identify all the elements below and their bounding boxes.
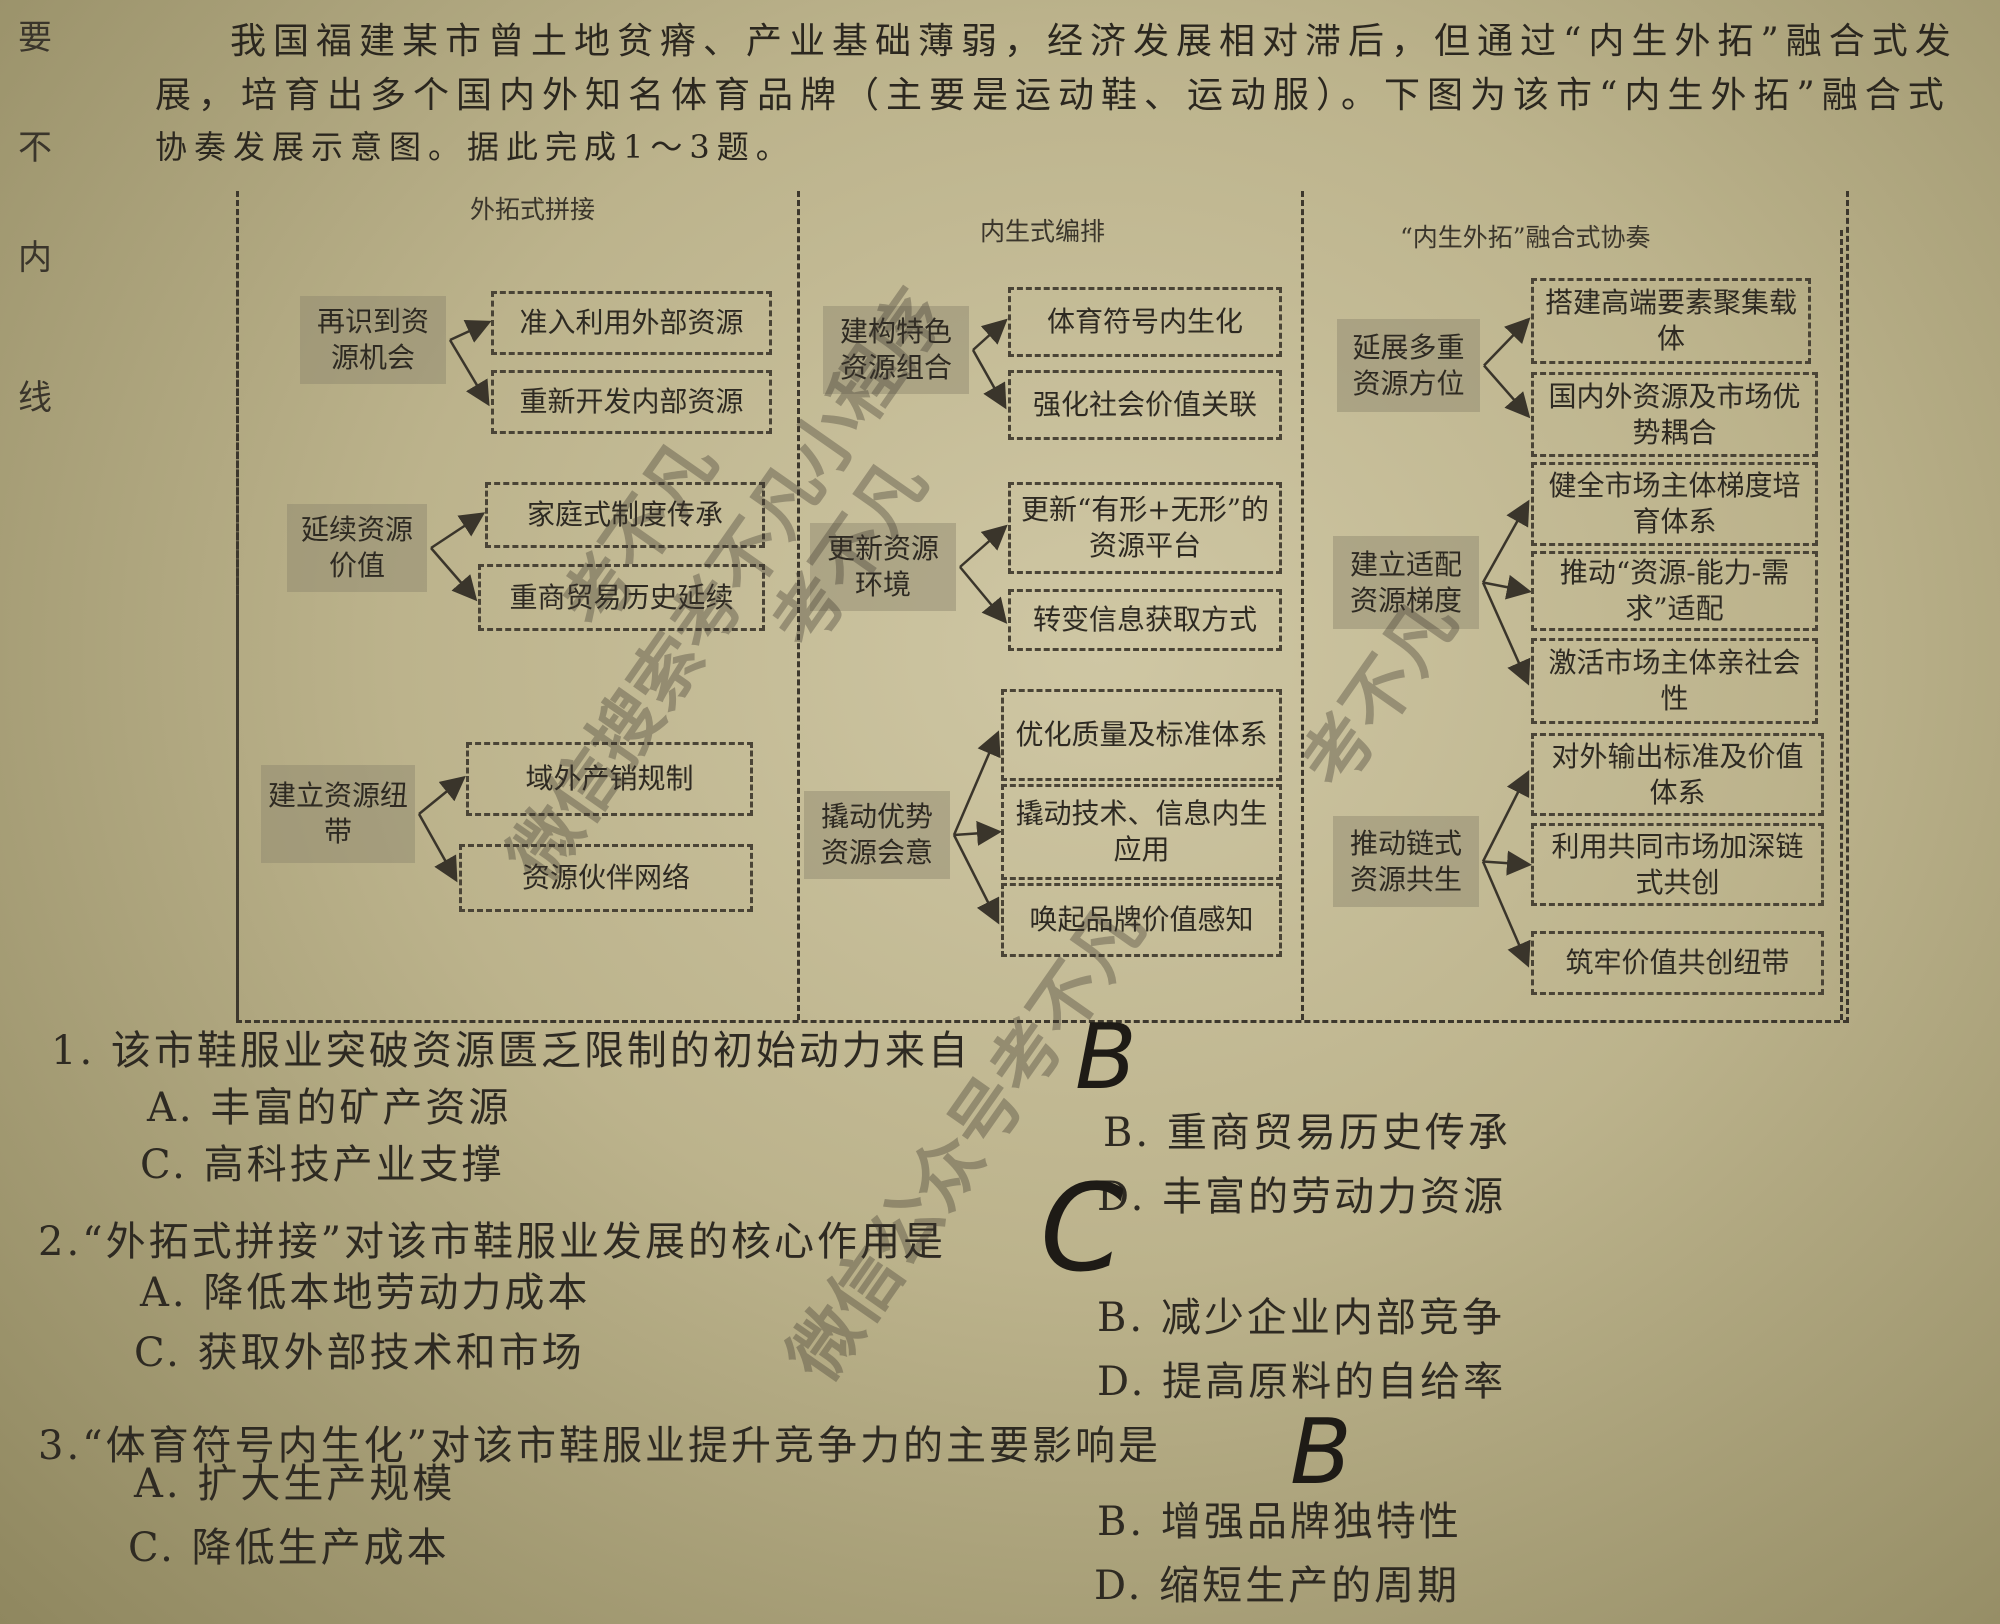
diagram-box: 家庭式制度传承 <box>485 482 765 548</box>
arrow <box>952 730 1001 836</box>
option: A. 降低本地劳动力成本 <box>140 1270 591 1316</box>
margin-char: 线 <box>18 378 52 418</box>
diagram-box: 准入利用外部资源 <box>491 291 772 355</box>
margin-char: 要 <box>18 18 52 58</box>
diagram-box: 更新“有形+无形”的资源平台 <box>1008 482 1282 574</box>
arrow <box>1481 770 1530 863</box>
margin-char: 不 <box>18 128 52 168</box>
option: D. 丰富的劳动力资源 <box>1097 1174 1507 1220</box>
arrow <box>971 349 1007 410</box>
arrow <box>449 319 492 343</box>
option: B. 增强品牌独特性 <box>1097 1499 1462 1545</box>
option: C. 降低生产成本 <box>128 1525 450 1571</box>
arrow <box>1481 499 1530 584</box>
divider <box>797 191 800 1020</box>
group-label: 再识到资源机会 <box>300 296 446 384</box>
column-title: 外拓式拼接 <box>470 195 596 224</box>
arrow <box>1482 574 1532 600</box>
group-label: 延续资源价值 <box>287 504 427 592</box>
handwritten-answer: B <box>1075 1005 1137 1110</box>
arrow <box>1483 317 1531 367</box>
column-title: 内生式编排 <box>980 217 1106 246</box>
diagram-box: 健全市场主体梯度培育体系 <box>1531 462 1818 546</box>
handwritten-answer: C <box>1040 1160 1124 1299</box>
arrow <box>959 524 1008 568</box>
diagram-box: 激活市场主体亲社会性 <box>1531 638 1818 724</box>
divider <box>1840 230 1843 1020</box>
question-stem: 3.“体育符号内生化”对该市鞋服业提升竞争力的主要影响是 <box>38 1423 1162 1469</box>
column-title: “内生外拓”融合式协奏 <box>1400 223 1651 252</box>
arrow <box>1483 364 1531 419</box>
option: B. 重商贸易历史传承 <box>1103 1110 1511 1156</box>
diagram-box: 撬动技术、信息内生应用 <box>1001 784 1282 880</box>
divider <box>1301 191 1304 1020</box>
group-label: 延展多重资源方位 <box>1337 319 1480 412</box>
diagram-box: 域外产销规制 <box>466 742 753 816</box>
intro-line: 展，培育出多个国内外知名体育品牌（主要是运动鞋、运动服）。下图为该市“内生外拓”… <box>155 75 1951 116</box>
divider <box>236 191 239 1020</box>
diagram-box: 重新开发内部资源 <box>491 370 772 434</box>
arrow <box>972 318 1008 351</box>
intro-line: 协奏发展示意图。据此完成1～3题。 <box>155 128 795 166</box>
diagram-box: 优化质量及标准体系 <box>1001 689 1282 781</box>
group-label: 撬动优势资源会意 <box>804 791 950 879</box>
arrow <box>418 775 466 815</box>
arrow <box>953 820 1002 846</box>
option: D. 提高原料的自给率 <box>1097 1359 1507 1405</box>
question-stem: 2.“外拓式拼接”对该市鞋服业发展的核心作用是 <box>38 1219 947 1265</box>
group-label: 建构特色资源组合 <box>823 306 969 394</box>
arrow <box>1482 850 1532 876</box>
diagram-box: 国内外资源及市场优势耦合 <box>1531 372 1818 457</box>
diagram-box: 对外输出标准及价值体系 <box>1531 733 1824 816</box>
diagram-box: 利用共同市场加深链式共创 <box>1531 823 1824 906</box>
intro-line: 我国福建某市曾土地贫瘠、产业基础薄弱，经济发展相对滞后，但通过“内生外拓”融合式… <box>230 21 1958 62</box>
margin-char: 内 <box>18 238 52 278</box>
option: B. 减少企业内部竞争 <box>1097 1295 1505 1341</box>
group-label: 更新资源环境 <box>810 523 956 611</box>
group-label: 建立资源纽带 <box>261 765 415 863</box>
option: A. 丰富的矿产资源 <box>147 1085 512 1131</box>
option: D. 缩短生产的周期 <box>1094 1563 1461 1609</box>
arrow <box>1481 861 1531 968</box>
arrow <box>430 512 486 550</box>
option: C. 高科技产业支撑 <box>140 1142 505 1188</box>
group-label: 建立适配资源梯度 <box>1333 536 1479 629</box>
diagram-box: 搭建高端要素聚集载体 <box>1531 278 1811 364</box>
diagram-box: 唤起品牌价值感知 <box>1001 883 1282 957</box>
diagram-box: 推动“资源-能力-需求”适配 <box>1531 551 1818 631</box>
diagram-box: 强化社会价值关联 <box>1008 370 1282 440</box>
diagram-box: 资源伙伴网络 <box>459 844 753 912</box>
arrow <box>952 834 1000 925</box>
arrow <box>1481 581 1531 686</box>
diagram-box: 体育符号内生化 <box>1008 287 1282 357</box>
option: C. 获取外部技术和市场 <box>134 1330 585 1376</box>
arrow <box>959 566 1008 624</box>
handwritten-answer: B <box>1290 1400 1352 1505</box>
arrow <box>448 339 490 407</box>
arrow <box>417 813 458 883</box>
arrow <box>430 547 478 602</box>
diagram-box: 转变信息获取方式 <box>1008 589 1282 651</box>
diagram-box: 筑牢价值共创纽带 <box>1531 931 1824 995</box>
option: A. 扩大生产规模 <box>134 1461 456 1507</box>
question-stem: 1. 该市鞋服业突破资源匮乏限制的初始动力来自 <box>51 1028 971 1074</box>
group-label: 推动链式资源共生 <box>1333 816 1479 907</box>
diagram-box: 重商贸易历史延续 <box>478 564 765 631</box>
